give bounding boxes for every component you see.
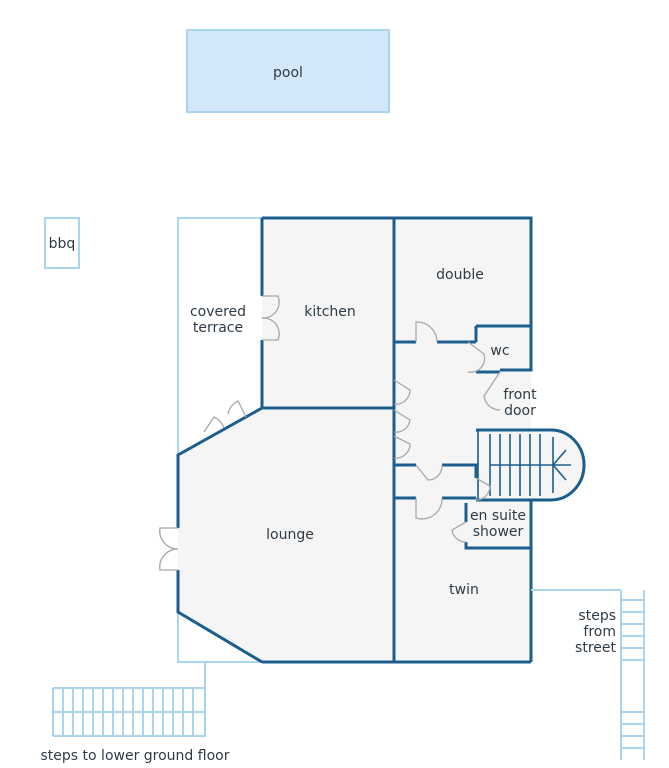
- wc-label: wc: [490, 343, 509, 359]
- street-steps: [620, 590, 645, 760]
- double-label: double: [436, 267, 484, 283]
- steps-street-label-2: from: [583, 624, 616, 640]
- doors: [159, 295, 501, 571]
- front-door-label-1: front: [503, 387, 537, 403]
- steps-lower-label: steps to lower ground floor: [41, 748, 230, 764]
- steps-street-label-3: street: [575, 640, 616, 656]
- terrace-outline: [177, 217, 262, 455]
- bbq-label: bbq: [49, 236, 76, 252]
- covered-terrace-label-1: covered: [190, 304, 246, 320]
- twin-label: twin: [449, 582, 479, 598]
- front-door-label-2: door: [504, 403, 536, 419]
- internal-staircase: [477, 430, 571, 500]
- house-floor: [178, 218, 586, 662]
- pool-area: [186, 29, 390, 113]
- steps-street-label-1: steps: [578, 608, 616, 624]
- pool-label: pool: [273, 65, 303, 81]
- en-suite-label-2: shower: [473, 524, 524, 540]
- covered-terrace-label-2: terrace: [193, 320, 243, 336]
- kitchen-label: kitchen: [304, 304, 356, 320]
- lounge-label: lounge: [266, 527, 314, 543]
- bbq-area: [44, 217, 80, 269]
- terrace-bottom-outline: [177, 612, 262, 663]
- lower-ground-steps: [52, 687, 206, 737]
- en-suite-label-1: en suite: [470, 508, 526, 524]
- house-walls: [176, 216, 586, 664]
